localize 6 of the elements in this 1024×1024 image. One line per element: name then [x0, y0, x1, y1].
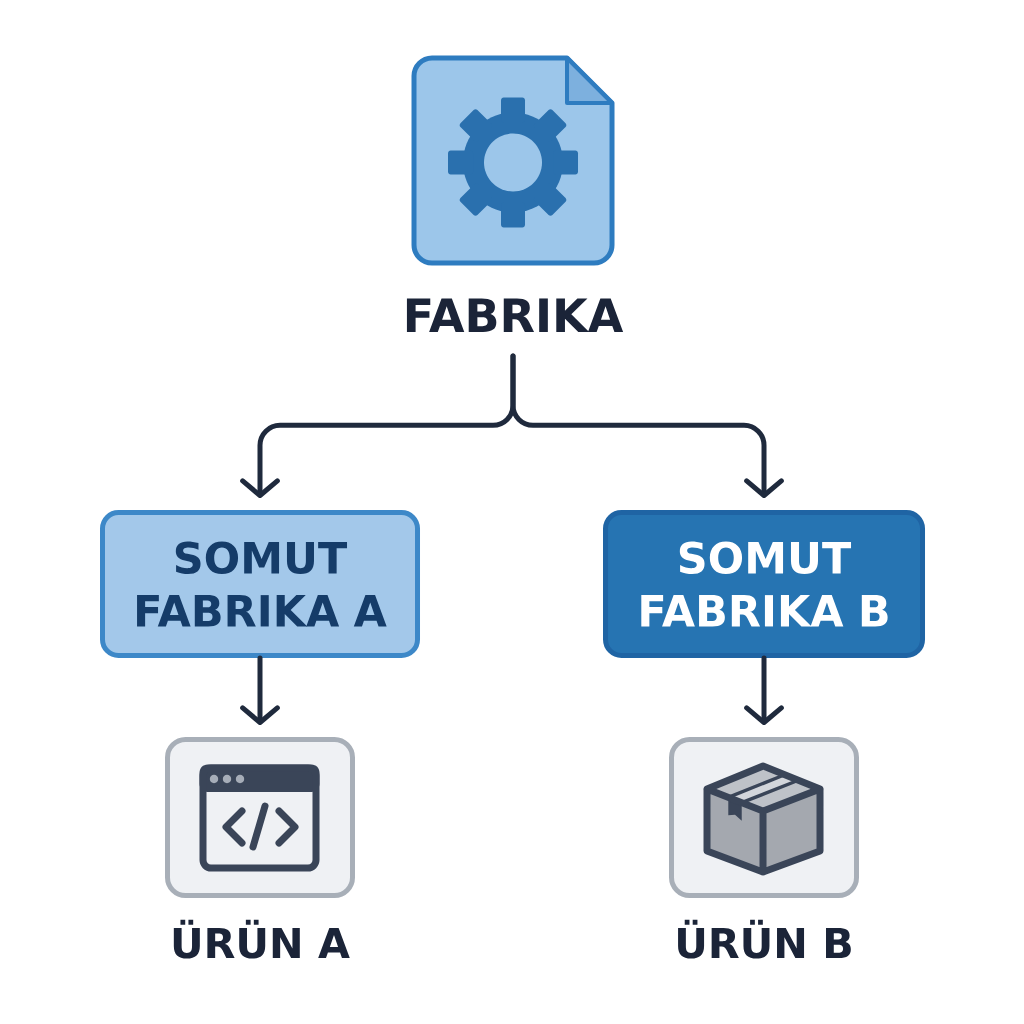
arrow — [510, 353, 784, 498]
node-label: ÜRÜN B — [678, 919, 851, 959]
node-label: ÜRÜN A — [173, 919, 350, 959]
process-box: SOMUT FABRIKA A — [100, 510, 420, 658]
node-label: FABRIKA — [406, 298, 624, 332]
process-box: SOMUT FABRIKA B — [603, 510, 925, 658]
